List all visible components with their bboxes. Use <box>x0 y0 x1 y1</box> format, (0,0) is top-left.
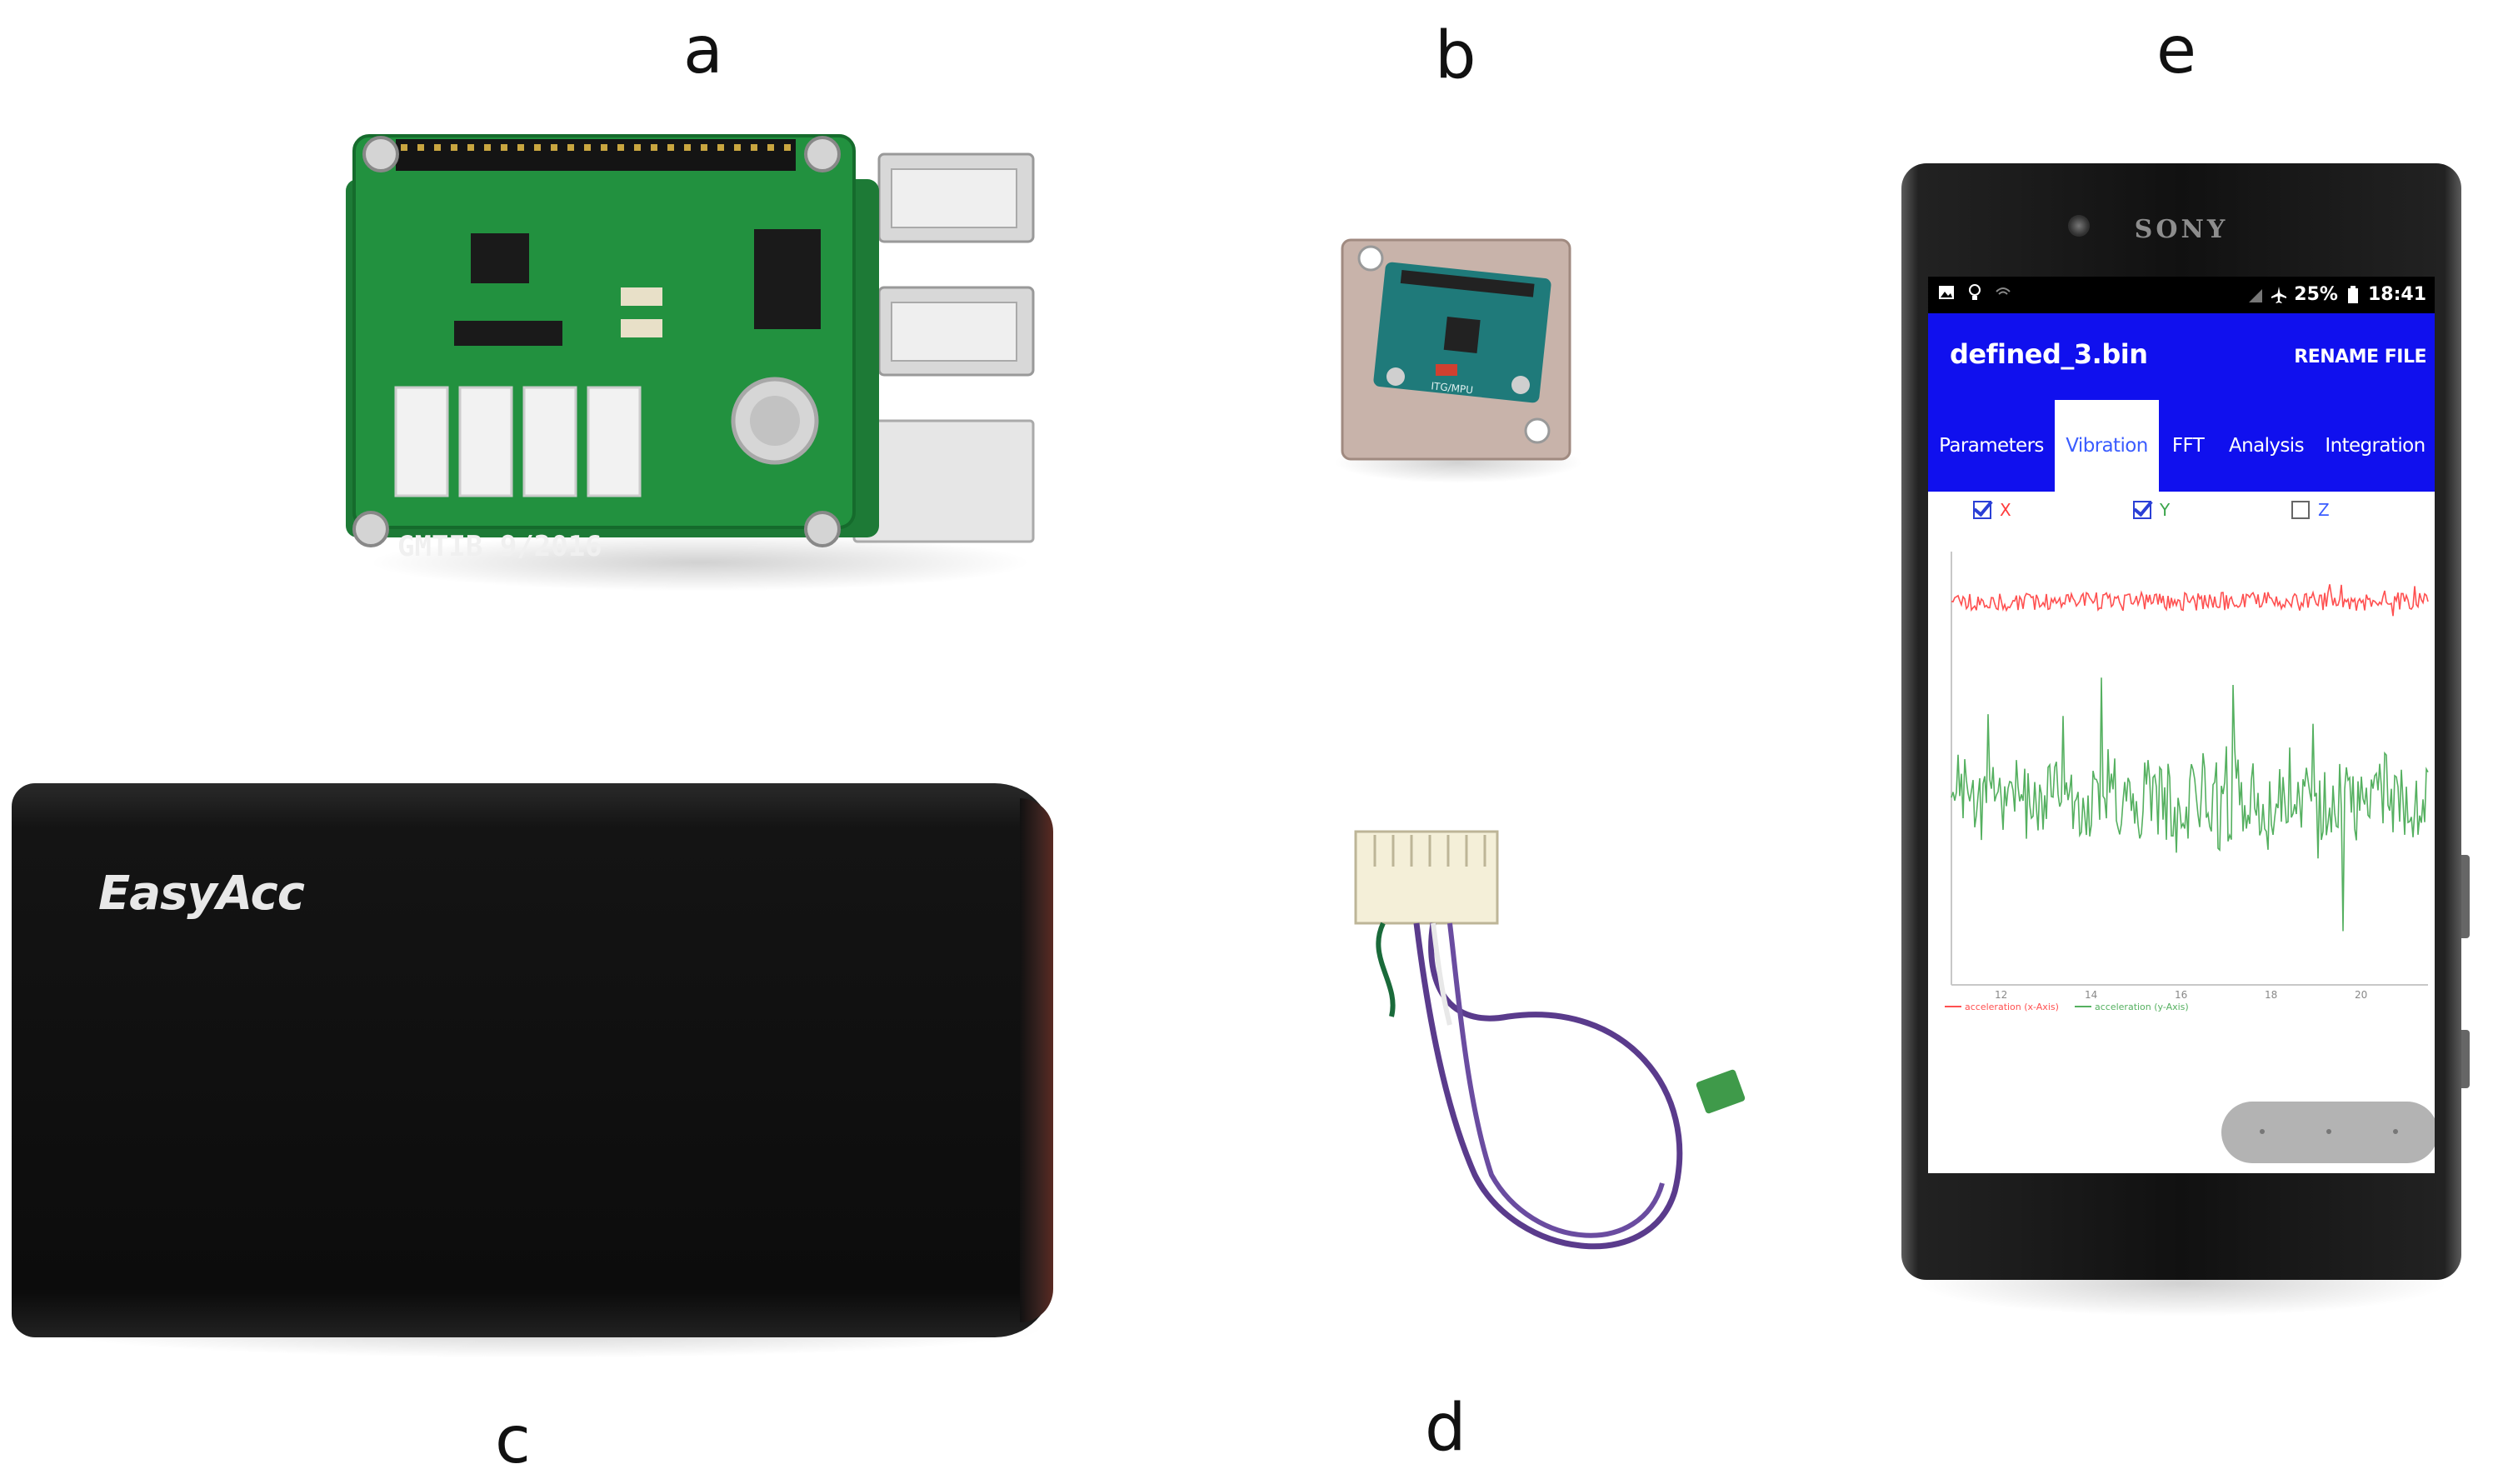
power-bank: EasyAcc <box>12 783 1053 1337</box>
smartphone: SONY 25% 18:41 defined_3.bin RENAME FILE… <box>1901 163 2470 1280</box>
image-icon <box>1939 286 1954 299</box>
battery-percent: 25% <box>2294 284 2338 305</box>
x-tick-12: 12 <box>1995 989 2007 1001</box>
checkbox-x-box[interactable] <box>1973 501 1991 519</box>
series-y-line <box>1951 677 2429 932</box>
checkbox-x[interactable]: X <box>1973 500 2011 520</box>
fab-dot-2[interactable] <box>2326 1129 2331 1134</box>
tab-integration[interactable]: Integration <box>2325 435 2426 457</box>
fab-dot-1[interactable] <box>2260 1129 2265 1134</box>
app-bar: defined_3.bin RENAME FILE <box>1928 313 2435 400</box>
raspberry-pi-board: GMTIB 9/2016 <box>346 129 1037 579</box>
tab-vibration[interactable]: Vibration <box>2055 400 2159 492</box>
file-name-title: defined_3.bin <box>1950 338 2148 370</box>
checkbox-z[interactable]: Z <box>2291 500 2330 520</box>
tab-bar: Parameters Vibration FFT Analysis Integr… <box>1928 400 2435 492</box>
panel-label-b: b <box>1435 18 1476 93</box>
clock-time: 18:41 <box>2367 284 2426 305</box>
power-bank-logo: EasyAcc <box>98 867 305 921</box>
checkbox-z-label: Z <box>2318 500 2330 520</box>
phone-brand: SONY <box>2134 215 2229 244</box>
floating-control-bar[interactable] <box>2221 1102 2435 1163</box>
vibration-plot[interactable]: 12 14 16 18 20 acceleration (x-Axis) acceler… <box>1928 535 2435 1018</box>
axis-toggles: X Y Z <box>1928 492 2435 533</box>
sensor-cable <box>1333 825 1766 1292</box>
checkbox-x-label: X <box>2000 500 2011 520</box>
bulb-icon <box>1969 284 1981 300</box>
sensor-chip-label: ITG/MPU <box>1431 380 1474 396</box>
panel-label-d: d <box>1425 1391 1466 1466</box>
x-tick-20: 20 <box>2355 989 2367 1001</box>
tab-fft[interactable]: FFT <box>2171 435 2205 457</box>
x-tick-18: 18 <box>2265 989 2277 1001</box>
imu-sensor-module: ITG/MPU <box>1337 235 1575 464</box>
airplane-icon <box>2271 286 2287 303</box>
fab-dot-3[interactable] <box>2393 1129 2398 1134</box>
checkbox-y[interactable]: Y <box>2133 500 2170 520</box>
battery-icon <box>2347 285 2358 303</box>
panel-label-a: a <box>683 13 723 88</box>
checkbox-y-label: Y <box>2160 500 2171 520</box>
panel-label-e: e <box>2156 13 2196 88</box>
x-tick-16: 16 <box>2175 989 2187 1001</box>
rename-file-button[interactable]: RENAME FILE <box>2294 347 2426 367</box>
legend-x-label: acceleration (x-Axis) <box>1965 1002 2059 1012</box>
wifi-off-icon <box>1996 287 2011 295</box>
panel-label-c: c <box>495 1403 531 1478</box>
status-bar: 25% 18:41 <box>1928 277 2435 313</box>
legend-y-label: acceleration (y-Axis) <box>2095 1002 2189 1012</box>
no-signal-icon <box>2249 288 2263 302</box>
tab-analysis[interactable]: Analysis <box>2229 435 2305 457</box>
phone-screen: 25% 18:41 defined_3.bin RENAME FILE Para… <box>1928 277 2435 1173</box>
series-x-line <box>1951 584 2429 617</box>
front-camera-icon <box>2068 215 2090 237</box>
checkbox-z-box[interactable] <box>2291 501 2310 519</box>
checkbox-y-box[interactable] <box>2133 501 2151 519</box>
board-silkscreen: GMTIB 9/2016 <box>397 530 602 563</box>
tab-parameters[interactable]: Parameters <box>1939 435 2044 457</box>
x-tick-14: 14 <box>2085 989 2097 1001</box>
